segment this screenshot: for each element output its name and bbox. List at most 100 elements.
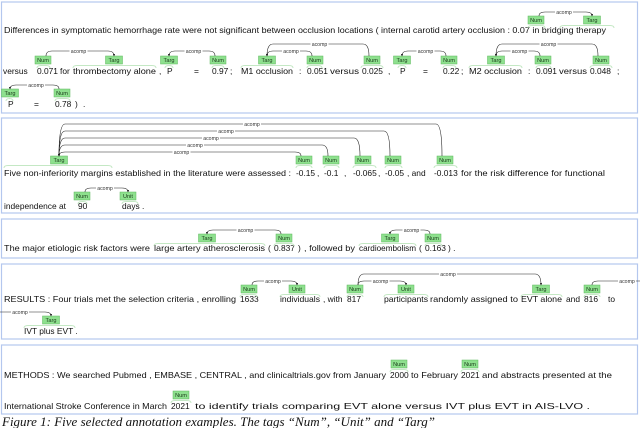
sentence-token: for the risk difference for functional (461, 168, 605, 178)
entity-tag-unit: Unit (401, 287, 411, 293)
relation-label: acomp (541, 42, 557, 48)
sentence-token: 0.091 (536, 66, 557, 76)
sentence-token: thrombectomy alone (73, 66, 156, 76)
sentence-token: P (400, 66, 406, 76)
sentence-token: 817 (347, 294, 361, 304)
relation-label-bg (184, 48, 203, 54)
relation-label: acomp (187, 143, 203, 149)
sentence-token: ) . (448, 243, 455, 253)
sentence-token: participants (384, 294, 428, 304)
entity-tag-num: Num (56, 91, 68, 97)
sentence-token: ; (230, 66, 232, 76)
sentence-token: = (34, 99, 39, 109)
sentence-token: IVT plus EVT . (24, 326, 78, 336)
span-bracket (527, 25, 546, 29)
entity-tag-targ: Targ (491, 58, 502, 64)
entity-tag-box (354, 155, 372, 165)
sentence-token: ( (419, 243, 422, 253)
entity-tag-num: Num (37, 58, 49, 64)
sentence-token: ; (461, 66, 463, 76)
relation-label-bg (172, 149, 191, 155)
span-bracket (36, 65, 51, 69)
entity-tag-num: Num (298, 158, 310, 164)
relation-label: acomp (203, 136, 219, 142)
relation-label-bg (439, 271, 457, 277)
sentence-token: -0.065 (353, 168, 377, 178)
entity-tag-num: Num (243, 287, 255, 293)
relation-label-bg (402, 227, 421, 233)
relation-label-bg (282, 48, 300, 54)
relation-label: acomp (97, 186, 113, 192)
sentence-token: 0.837 (274, 243, 295, 253)
entity-tag-num: Num (537, 58, 549, 64)
sentence-token: P (8, 99, 14, 109)
span-bracket (520, 294, 563, 298)
relation-arc (591, 280, 640, 286)
entity-tag-box (363, 55, 381, 65)
sentence-token: METHODS : We searched Pubmed , EMBASE , … (4, 370, 387, 380)
sentence-token: 2021 (171, 401, 190, 411)
span-bracket (239, 294, 258, 298)
annotation-panel (0, 1, 639, 114)
relation-label-bg (539, 41, 558, 47)
annotation-panel (0, 218, 639, 259)
sentence-token: to February (411, 370, 459, 380)
span-bracket (279, 294, 321, 298)
entity-tag-num: Num (387, 158, 399, 164)
sentence-token: : (528, 66, 530, 76)
sentence-token: randomly assigned to (430, 294, 518, 304)
sentence-token: independence at (4, 201, 67, 211)
sentence-token: and abstracts presented at the (482, 370, 612, 380)
span-bracket (323, 165, 340, 169)
span-bracket (358, 243, 417, 247)
sentence-token: to identify trials comparing EVT alone v… (195, 401, 590, 411)
entity-tag-box (440, 55, 458, 65)
relation-label: acomp (28, 83, 44, 89)
relation-arc (57, 123, 443, 157)
sentence-token: days . (122, 201, 144, 211)
sentence-token: ; (617, 66, 619, 76)
entity-tag-num: Num (439, 158, 451, 164)
span-bracket (240, 65, 294, 69)
entity-tag-num: Num (427, 236, 439, 242)
entity-tag-box (436, 155, 454, 165)
entity-tag-box (172, 390, 190, 400)
entity-tag-num: Num (586, 287, 598, 293)
entity-tag-num: Num (349, 287, 361, 293)
relation-label: acomp (71, 49, 87, 55)
span-bracket (460, 369, 480, 373)
relation-arc (0, 311, 53, 317)
relation-label-bg (186, 142, 204, 148)
relation-label-bg (96, 185, 114, 191)
span-bracket (360, 65, 384, 69)
entity-tag-targ: Targ (385, 236, 396, 242)
span-bracket (77, 201, 88, 205)
span-bracket (535, 65, 552, 69)
relation-label-bg (217, 128, 235, 134)
sentence-token: : (299, 66, 301, 76)
sentence-token: EVT alone (521, 294, 562, 304)
sentence-token: = (194, 66, 199, 76)
span-bracket (54, 98, 71, 102)
span-bracket (433, 165, 458, 169)
relation-label-bg (243, 121, 261, 127)
sentence-token: 0.048 (590, 66, 611, 76)
relation-label-bg (11, 309, 29, 315)
entity-tag-unit: Unit (292, 287, 302, 293)
sentence-token: , (344, 168, 346, 178)
annotation-panel (0, 344, 639, 415)
entity-tag-num: Num (366, 58, 378, 64)
sentence-token: 0.025 (362, 66, 383, 76)
entity-tag-num: Num (212, 58, 224, 64)
entity-tag-unit: Unit (123, 194, 133, 200)
relation-label: acomp (174, 150, 190, 156)
entity-tag-box (322, 155, 340, 165)
entity-tag-num: Num (325, 158, 337, 164)
sentence-token: versus (3, 66, 28, 76)
entity-tag-num: Num (393, 362, 405, 368)
entity-tag-box (384, 155, 402, 165)
span-bracket (383, 294, 429, 298)
entity-tag-targ: Targ (54, 158, 65, 164)
entity-tag-targ: Targ (46, 318, 57, 324)
